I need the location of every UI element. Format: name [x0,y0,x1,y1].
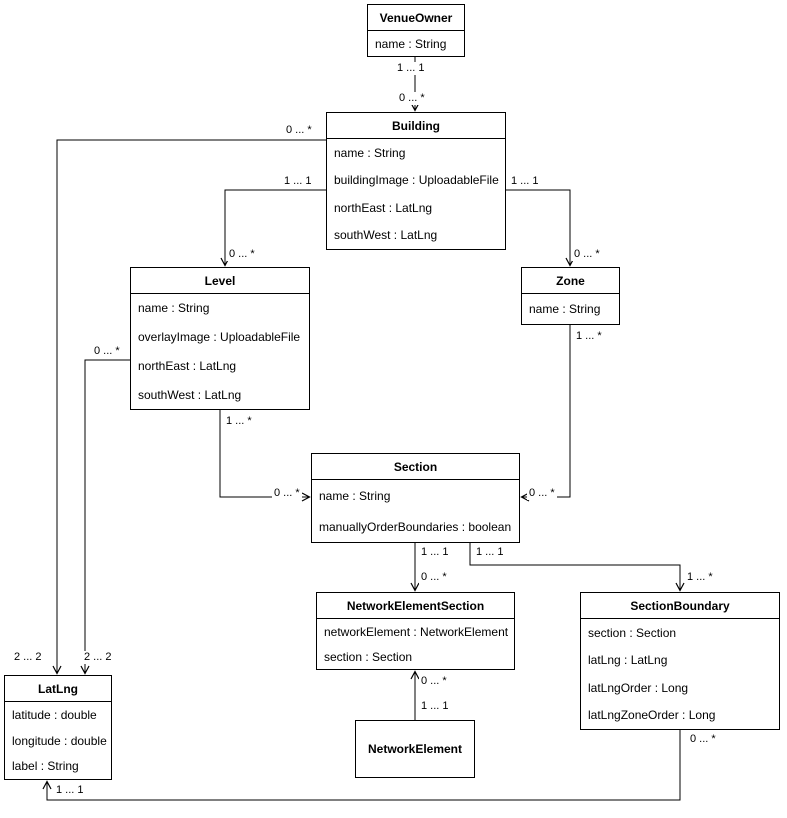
multiplicity-label: 1 ... 1 [474,546,506,559]
class-attribute: southWest : LatLng [138,387,242,402]
class-title: NetworkElementSection [317,593,514,619]
multiplicity-label: 0 ... * [227,248,257,261]
class-attribute: section : Section [588,625,677,640]
class-building: Building name : String buildingImage : U… [326,112,506,250]
class-attribute: name : String [529,302,601,316]
class-attribute: southWest : LatLng [334,228,438,243]
edge-building-zone [506,189,575,267]
class-attribute: name : String [138,301,210,316]
multiplicity-label: 1 ... 1 [419,700,451,713]
multiplicity-label: 1 ... * [224,415,254,428]
multiplicity-label: 0 ... * [284,124,314,137]
multiplicity-label: 0 ... * [527,487,557,500]
class-title: VenueOwner [368,5,464,31]
class-attribute: section : Section [324,649,413,664]
class-attribute: buildingImage : UploadableFile [334,173,499,188]
multiplicity-label: 1 ... 1 [282,175,314,188]
class-title: Building [327,113,505,139]
class-venueowner: VenueOwner name : String [367,4,465,57]
multiplicity-label: 2 ... 2 [12,651,44,664]
class-attribute: networkElement : NetworkElement [324,624,509,639]
class-attribute: longitude : double [12,733,107,748]
class-title: SectionBoundary [581,593,779,619]
class-title: Level [131,268,309,294]
class-attribute: overlayImage : UploadableFile [138,330,301,345]
class-attribute: name : String [319,488,391,503]
edge-building-latlng [52,139,326,675]
class-attribute: latLng : LatLng [588,653,668,668]
class-networkelement: NetworkElement [355,720,475,778]
edge-zone-section [520,325,571,502]
class-attribute: latLngOrder : Long [588,680,689,695]
edge-level-latlng [80,359,130,675]
class-networkelementsection: NetworkElementSection networkElement : N… [316,592,515,670]
class-attribute: name : String [334,145,406,160]
class-level: Level name : String overlayImage : Uploa… [130,267,310,410]
class-attribute: northEast : LatLng [334,200,433,215]
class-title: Section [312,454,519,480]
class-attribute: label : String [12,759,79,774]
class-attribute: latitude : double [12,707,97,722]
multiplicity-label: 2 ... 2 [82,651,114,664]
multiplicity-label: 1 ... * [685,571,715,584]
class-attribute: manuallyOrderBoundaries : boolean [319,519,512,534]
class-section: Section name : String manuallyOrderBound… [311,453,520,543]
multiplicity-label: 0 ... * [419,675,449,688]
class-title: Zone [522,268,619,294]
edge-sectionboundary-latlng [42,730,681,801]
multiplicity-label: 1 ... 1 [395,62,427,75]
multiplicity-label: 0 ... * [419,571,449,584]
class-sectionboundary: SectionBoundary section : Section latLng… [580,592,780,730]
class-zone: Zone name : String [521,267,620,325]
multiplicity-label: 0 ... * [572,248,602,261]
edge-building-level [220,189,326,267]
class-attribute: latLngZoneOrder : Long [588,708,716,723]
multiplicity-label: 0 ... * [688,733,718,746]
multiplicity-label: 0 ... * [272,487,302,500]
multiplicity-label: 1 ... * [574,330,604,343]
multiplicity-label: 1 ... 1 [509,175,541,188]
multiplicity-label: 1 ... 1 [54,784,86,797]
class-latlng: LatLng latitude : double longitude : dou… [4,675,112,780]
multiplicity-label: 1 ... 1 [419,546,451,559]
multiplicity-label: 0 ... * [397,92,427,105]
class-title: LatLng [5,676,111,702]
class-attribute: northEast : LatLng [138,358,237,373]
multiplicity-label: 0 ... * [92,345,122,358]
edge-section-sectionboundary [469,543,685,592]
class-title: NetworkElement [367,742,463,756]
class-attribute: name : String [375,36,447,51]
